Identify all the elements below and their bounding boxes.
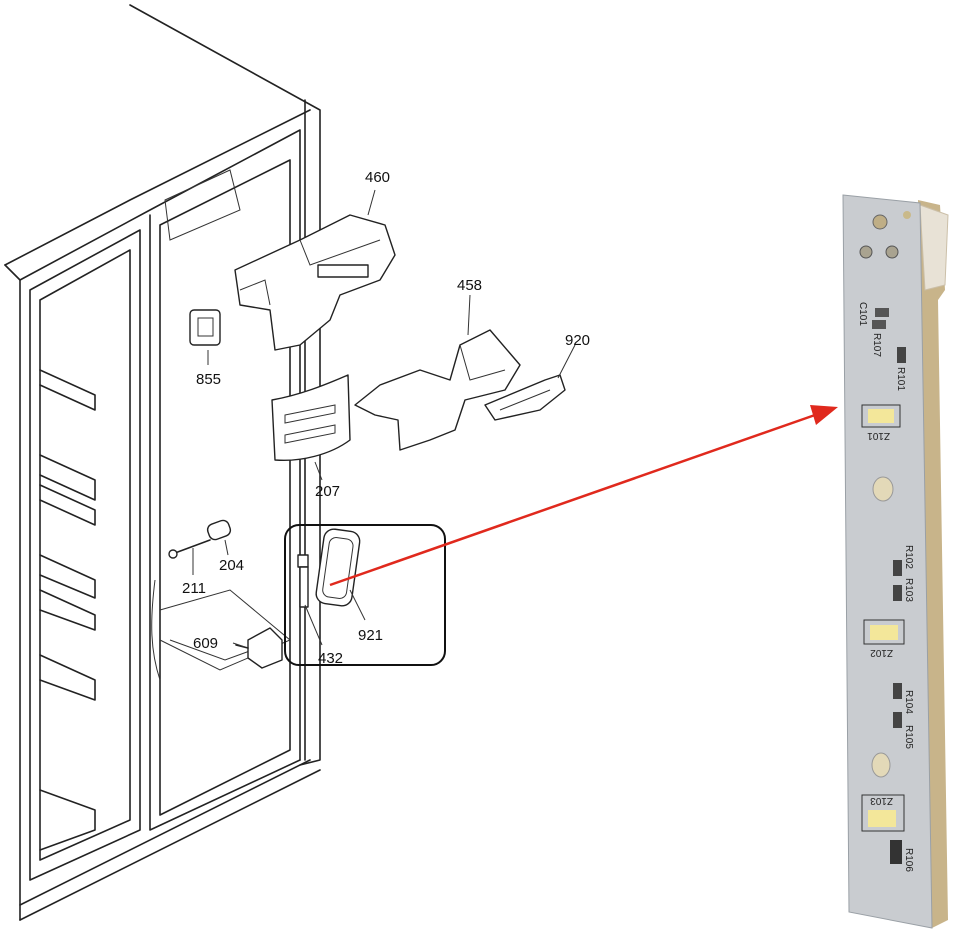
- label-609: 609: [193, 635, 218, 652]
- label-920: 920: [565, 332, 590, 349]
- leader-lines: [192, 189, 576, 648]
- part-460-housing: [234, 214, 396, 351]
- board-label-r103: R103: [903, 578, 914, 602]
- part-458-bracket: [354, 329, 521, 451]
- callout-box: [284, 524, 446, 666]
- board-label-z102: Z102: [870, 647, 893, 658]
- board-label-r107: R107: [871, 333, 882, 357]
- board-label-z103: Z103: [870, 795, 893, 806]
- board-label-z101: Z101: [867, 430, 890, 441]
- label-458: 458: [457, 277, 482, 294]
- board-label-r101: R101: [895, 367, 906, 391]
- label-432: 432: [318, 650, 343, 667]
- label-211: 211: [182, 580, 206, 597]
- label-855: 855: [196, 371, 221, 388]
- label-460: 460: [365, 169, 390, 186]
- label-921: 921: [358, 627, 383, 644]
- part-204-bushing: [206, 519, 232, 541]
- part-920-lens: [484, 374, 566, 421]
- part-609-switch: [235, 627, 283, 669]
- board-label-r104: R104: [903, 690, 914, 714]
- label-204: 204: [219, 557, 244, 574]
- board-label-c101: C101: [857, 302, 868, 326]
- led-board: C101 R107 R101 Z101 R102 R103 Z102 R104 …: [842, 194, 949, 929]
- part-855-socket: [189, 309, 221, 346]
- part-211-screw: [168, 539, 211, 559]
- board-label-r102: R102: [903, 545, 914, 569]
- label-207: 207: [315, 483, 340, 500]
- part-207-cover: [271, 374, 351, 462]
- board-label-r105: R105: [903, 725, 914, 749]
- refrigerator-cabinet: [4, 4, 321, 921]
- board-label-r106: R106: [903, 848, 914, 872]
- callout-arrow: [329, 405, 838, 587]
